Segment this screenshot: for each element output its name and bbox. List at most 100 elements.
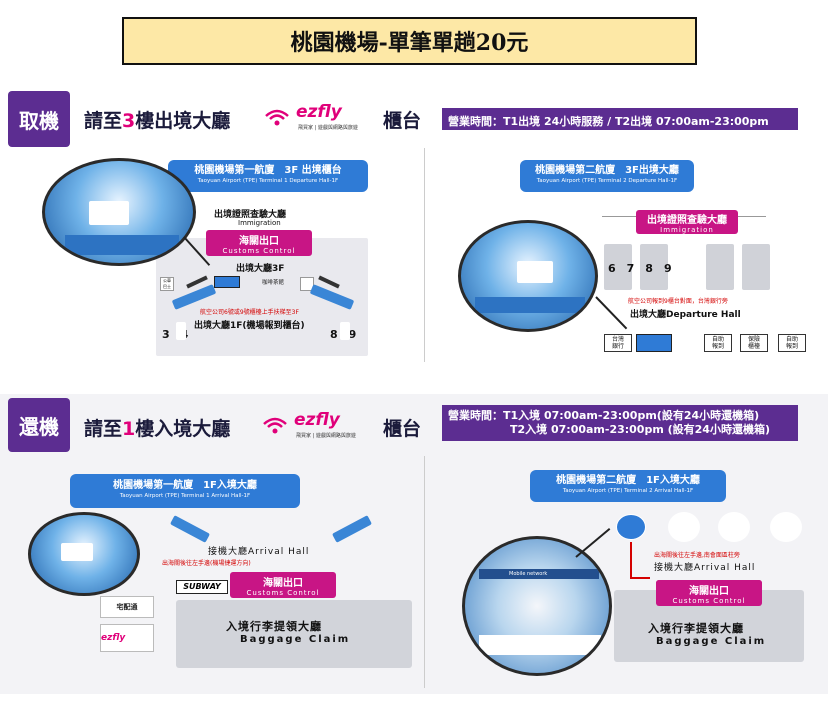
return-heading-pre: 請至 — [84, 418, 123, 440]
pickup-heading-pre: 請至 — [84, 110, 123, 132]
t1-ezfly-return-marker: ezfly — [100, 624, 154, 652]
pickup-counter-label: 櫃台 — [383, 110, 422, 132]
t2-counter-selfcheck-2: 自助 報到 — [778, 334, 806, 352]
ezfly-logo-text: ezfly — [296, 102, 342, 122]
t2-pickup-note: 航空公司報到9櫃台對面，台灣銀行旁 — [628, 298, 728, 305]
t2-return-arrow-foot — [630, 577, 650, 579]
t2-gate-block-1 — [604, 244, 632, 290]
t2-ezfly-return-marker — [616, 514, 646, 540]
t2-departure-title: 桃園機場第二航廈 3F出境大廳 Taoyuan Airport (TPE) Te… — [520, 160, 694, 192]
t1-right-sign — [300, 277, 314, 291]
t1-departure-title-en: Taoyuan Airport (TPE) Terminal 1 Departu… — [197, 178, 339, 184]
t2-baggage-en: Baggage Claim — [656, 636, 767, 647]
t2-gate-block-3 — [706, 244, 734, 290]
t1-immigration-en: Immigration — [238, 219, 281, 227]
ezfly-subtitle-return: 飛買家 | 遊戲與網路與旅遊 — [296, 433, 356, 439]
t2-gates: 6 7 8 9 — [608, 262, 672, 275]
t1-shop-label: 咖啡茶館 — [262, 280, 285, 286]
t2-immigration-sign: 出境證照查驗大廳 Immigration — [636, 210, 738, 234]
t2-baggage-zh: 入境行李提領大廳 — [648, 622, 744, 635]
t2-gate-block-2 — [640, 244, 668, 290]
pickup-heading-num: 3 — [122, 110, 136, 132]
return-hours: 營業時間：T1入境 07:00am-23:00pm(設有24小時還機箱) T2入… — [442, 405, 798, 441]
pickup-badge: 取機 — [8, 91, 70, 147]
t1-arrival-photo — [28, 512, 140, 596]
t1-customs-sign: 海關出口 Customs Control — [206, 230, 312, 256]
t2-arrival-hall: 接機大廳Arrival Hall — [654, 563, 756, 573]
t2-departure-title-zh: 桃園機場第二航廈 3F出境大廳 — [535, 165, 679, 176]
t2-arrival-customs-front: 海關出口 Customs Control — [656, 580, 762, 606]
t1-counter-photo — [42, 158, 196, 266]
t2-pillar-2 — [718, 512, 750, 542]
t1-arrival-customs: 海關出口 Customs Control — [230, 572, 336, 598]
t2-arrival-photo: Mobile network — [462, 536, 612, 676]
return-hours-line1: 營業時間：T1入境 07:00am-23:00pm(設有24小時還機箱) — [448, 409, 760, 422]
t2-departure-title-en: Taoyuan Airport (TPE) Terminal 2 Departu… — [536, 178, 678, 184]
pickup-heading: 請至3樓出境大廳 — [84, 106, 230, 133]
t2-photo-counter — [475, 297, 585, 313]
t1-baggage-en: Baggage Claim — [240, 634, 351, 645]
t1-hall-1f: 出境大廳1F(機場報到櫃台) — [194, 321, 305, 331]
t2-counter-insurance: 保險 櫃檯 — [740, 334, 768, 352]
ezfly-logo-return-text: ezfly — [294, 410, 340, 430]
ezfly-logo: ezfly — [296, 102, 342, 122]
t1-photo-screen — [89, 201, 129, 225]
t1-bus-sign: 公車 巴士 — [160, 277, 174, 291]
pickup-heading-post: 樓出境大廳 — [135, 110, 231, 132]
t2-photo-pointer — [595, 296, 628, 330]
t2-pillar-3 — [770, 512, 802, 542]
t2-arrival-title-en: Taoyuan Airport (TPE) Terminal 2 Arrival… — [562, 488, 694, 494]
t1-arrival-title-en: Taoyuan Airport (TPE) Terminal 1 Arrival… — [119, 493, 251, 499]
t2-counter-bank: 台灣 銀行 — [604, 334, 632, 352]
t2-return-arrow — [630, 542, 632, 578]
t2-arrival-title: 桃園機場第二航廈 1F入境大廳 Taoyuan Airport (TPE) Te… — [530, 470, 726, 502]
t2-immigration-zh: 出境證照查驗大廳 — [647, 215, 727, 226]
t1-arrival-customs-zh: 海關出口 — [263, 578, 303, 589]
t1-hall-3f: 出境大廳3F — [236, 264, 285, 274]
t1-pickup-note: 航空公司6號或9號櫃檯上手扶梯至3F — [200, 309, 299, 316]
t1-arrival-title-zh: 桃園機場第一航廈 1F入境大廳 — [113, 480, 257, 491]
t2-arrival-title-zh: 桃園機場第二航廈 1F入境大廳 — [556, 475, 700, 486]
t2-immigration-en: Immigration — [660, 226, 714, 234]
t1-delivery-logo: 宅配通 — [100, 596, 154, 618]
t1-arrival-photo-screen — [61, 543, 93, 561]
t1-arrival-customs-en: Customs Control — [246, 589, 320, 597]
t1-gate-pillar-left — [176, 322, 186, 340]
t1-baggage-zh: 入境行李提領大廳 — [226, 620, 322, 633]
t2-arrival-customs-front-zh: 海關出口 — [689, 586, 729, 597]
t1-departure-title-zh: 桃園機場第一航廈 3F 出境櫃台 — [194, 165, 342, 176]
t1-arrival-hall: 接機大廳Arrival Hall — [208, 547, 310, 557]
return-counter-label: 櫃台 — [383, 418, 422, 440]
t1-departure-title: 桃園機場第一航廈 3F 出境櫃台 Taoyuan Airport (TPE) T… — [168, 160, 368, 192]
t2-departure-hall: 出境大廳Departure Hall — [630, 310, 741, 320]
t1-photo-counter — [65, 235, 179, 255]
t2-photo-screen — [517, 261, 553, 283]
wifi-icon-return — [263, 417, 287, 434]
t2-arrival-customs-front-en: Customs Control — [672, 597, 746, 605]
t1-arrival-title: 桃園機場第一航廈 1F入境大廳 Taoyuan Airport (TPE) Te… — [70, 474, 300, 508]
t1-gate-pillar-right — [340, 322, 350, 340]
return-hours-line2: T2入境 07:00am-23:00pm (設有24小時還機箱) — [510, 423, 770, 436]
return-divider — [424, 456, 425, 688]
t2-counter-selfcheck-1: 自助 報到 — [704, 334, 732, 352]
wifi-icon — [265, 109, 289, 126]
t1-customs-zh: 海關出口 — [239, 236, 279, 247]
t2-photo-sign: Mobile network — [479, 569, 599, 579]
t1-immigration-zh: 出境證照查驗大廳 — [214, 210, 287, 220]
t1-ezfly-counter-marker — [214, 276, 240, 288]
page-title: 桃園機場-單筆單趟20元 — [122, 17, 697, 65]
t1-subway-sign: SUBWAY — [176, 580, 228, 594]
t1-ezfly-return-text: ezfly — [101, 633, 126, 643]
t2-counter-photo — [458, 220, 598, 332]
t1-baggage-claim-area — [176, 600, 412, 668]
return-heading-num: 1 — [122, 418, 136, 440]
t2-pillar-1 — [668, 512, 700, 542]
pickup-divider — [424, 148, 425, 362]
t1-customs-en: Customs Control — [222, 247, 296, 255]
t2-ezfly-counter-marker — [636, 334, 672, 352]
return-badge: 還機 — [8, 398, 70, 452]
ezfly-logo-return: ezfly — [294, 410, 340, 430]
pickup-hours: 營業時間：T1出境 24小時服務 / T2出境 07:00am-23:00pm — [442, 108, 798, 130]
t2-gate-block-4 — [742, 244, 770, 290]
t1-return-note: 出海關後往左手邊(機場捷運方向) — [162, 560, 251, 567]
